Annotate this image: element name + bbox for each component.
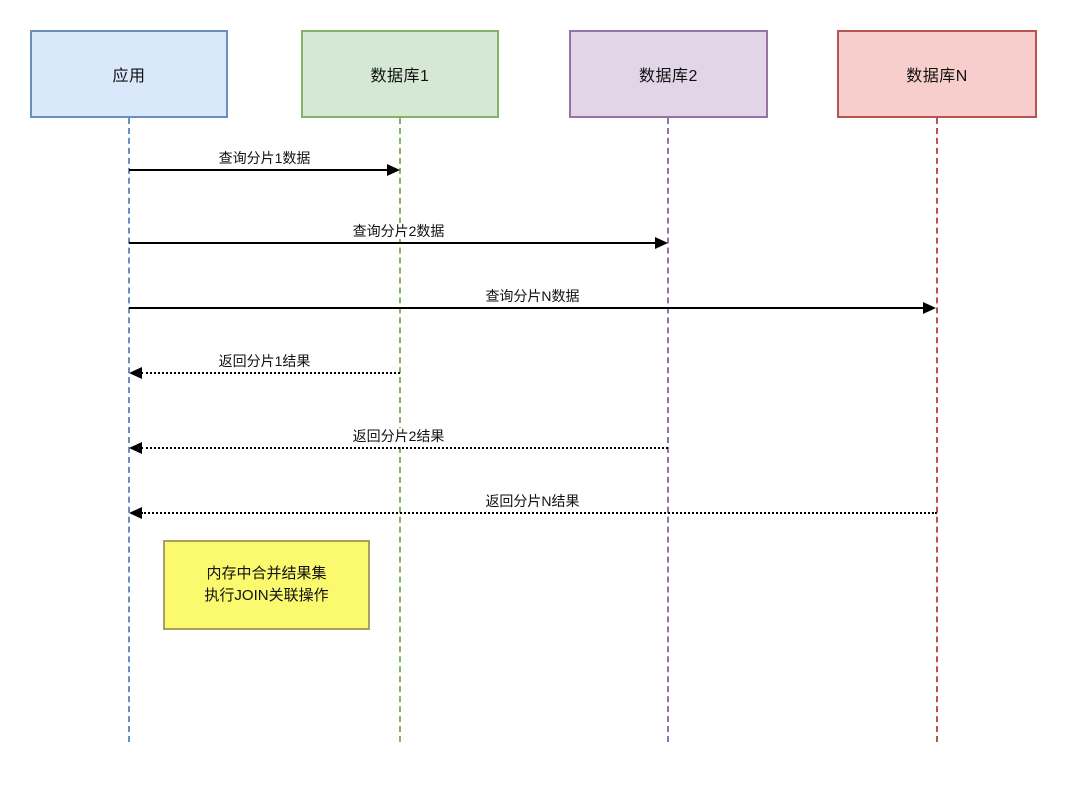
participant-app: 应用 [30,30,228,118]
lifeline-db2 [667,118,669,742]
arrowhead-left-icon [129,507,142,519]
lifeline-dbn [936,118,938,742]
message-line-return-shard2 [141,447,668,449]
message-label-query-shard2: 查询分片2数据 [129,221,668,241]
message-line-query-shardN [129,307,927,309]
lifeline-app [128,118,130,742]
participant-db1: 数据库1 [301,30,499,118]
note-line-2: 执行JOIN关联操作 [204,587,329,604]
message-line-return-shard1 [141,372,400,374]
arrowhead-right-icon [387,164,400,176]
participant-db2: 数据库2 [569,30,768,118]
message-label-return-shardN: 返回分片N结果 [129,491,936,511]
participant-dbn-label: 数据库N [906,68,968,85]
message-line-query-shard2 [129,242,659,244]
participant-app-label: 应用 [112,68,146,85]
message-label-query-shardN: 查询分片N数据 [129,286,936,306]
arrowhead-left-icon [129,442,142,454]
participant-db2-label: 数据库2 [639,68,698,85]
arrowhead-left-icon [129,367,142,379]
participant-db1-label: 数据库1 [370,68,430,85]
note-merge-join: 内存中合并结果集 执行JOIN关联操作 [163,540,370,630]
message-label-return-shard1: 返回分片1结果 [129,351,400,371]
arrowhead-right-icon [655,237,668,249]
arrowhead-right-icon [923,302,936,314]
participant-dbn: 数据库N [837,30,1037,118]
message-label-query-shard1: 查询分片1数据 [129,148,400,168]
message-line-query-shard1 [129,169,391,171]
message-line-return-shardN [141,512,937,514]
message-label-return-shard2: 返回分片2结果 [129,426,668,446]
note-line-1: 内存中合并结果集 [206,565,327,582]
